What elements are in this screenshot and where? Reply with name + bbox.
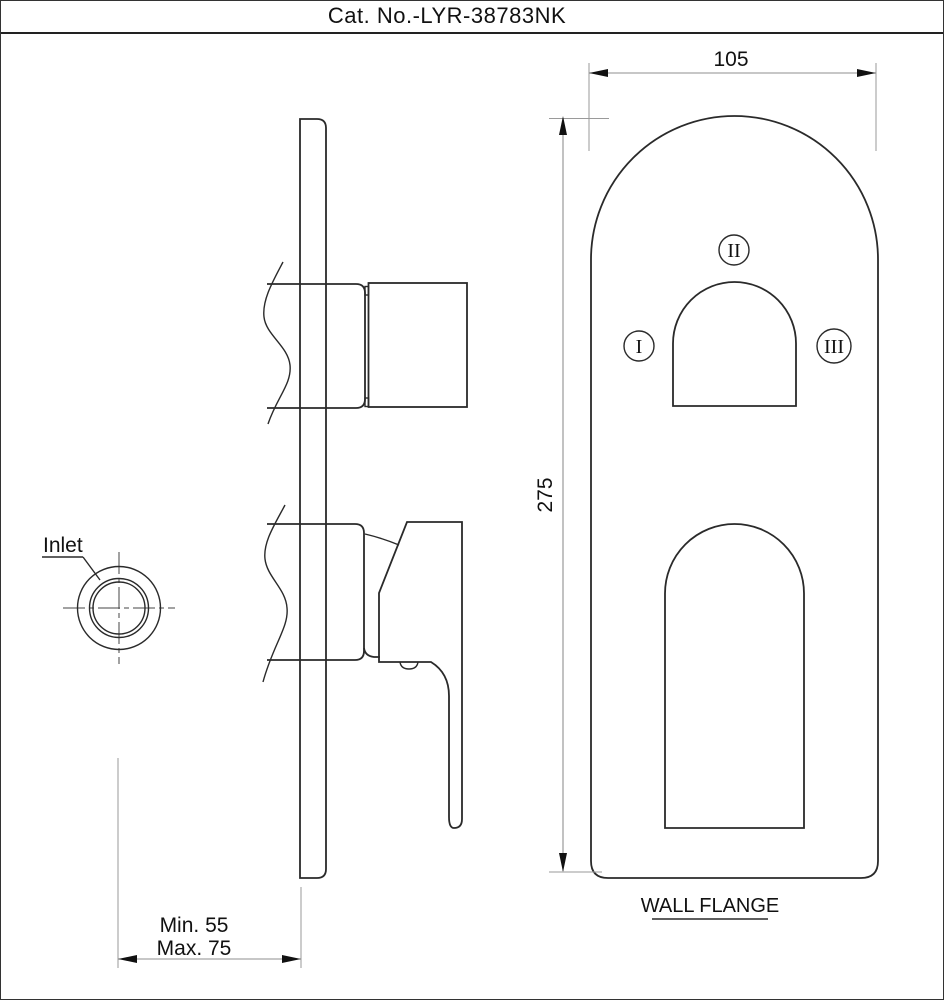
inlet-leader-line [82,556,101,581]
lower-break-line [262,504,288,683]
lower-body-step [363,647,380,658]
depth-max-text: Max. 75 [157,937,232,960]
position-marker-3: III [816,328,852,364]
position-marker-2: II [718,234,750,266]
upper-valve-body [267,283,366,409]
inlet-inner-circle-2 [92,581,146,635]
lower-arch-cutout [664,523,805,829]
position-marker-2-numeral: II [727,240,740,262]
position-marker-1: I [623,330,655,362]
upper-arch-cutout [672,281,797,407]
inlet-label: Inlet [43,534,83,557]
wall-flange-outline [590,115,879,879]
inlet-outer-circle [76,565,162,651]
set-screw [399,661,419,670]
side-view: Inlet Min. 55 Max. 75 [42,118,468,968]
upper-break-line [263,261,291,425]
lower-valve-body [267,523,365,661]
width-dimension: 105 [588,48,877,151]
title-block-divider [1,32,943,34]
height-dimension-text: 275 [534,477,557,512]
position-marker-1-numeral: I [636,336,643,358]
depth-min-text: Min. 55 [160,914,229,937]
inlet-detail: Inlet [42,534,175,664]
lever-collar-curve [364,533,400,546]
position-marker-3-circle [816,328,852,364]
width-arrow-right [857,69,876,77]
depth-arrow-left [118,955,137,963]
depth-dimension: Min. 55 Max. 75 [117,758,302,968]
height-arrow-bottom [559,853,567,872]
height-arrow-top [559,116,567,135]
height-dimension: 275 [534,116,609,873]
wall-plate-side [299,118,327,879]
front-view: I II III 105 [534,48,879,920]
position-marker-3-numeral: III [824,336,844,358]
position-marker-2-circle [718,234,750,266]
width-dimension-text: 105 [713,48,748,71]
wall-flange-label: WALL FLANGE [641,895,780,917]
catalog-number: Cat. No.-LYR-38783NK [327,3,567,28]
width-arrow-left [589,69,608,77]
position-marker-1-circle [623,330,655,362]
diverter-knob [367,282,468,408]
depth-arrow-right [282,955,301,963]
lever-handle [378,521,463,829]
inlet-inner-circle [88,577,150,639]
